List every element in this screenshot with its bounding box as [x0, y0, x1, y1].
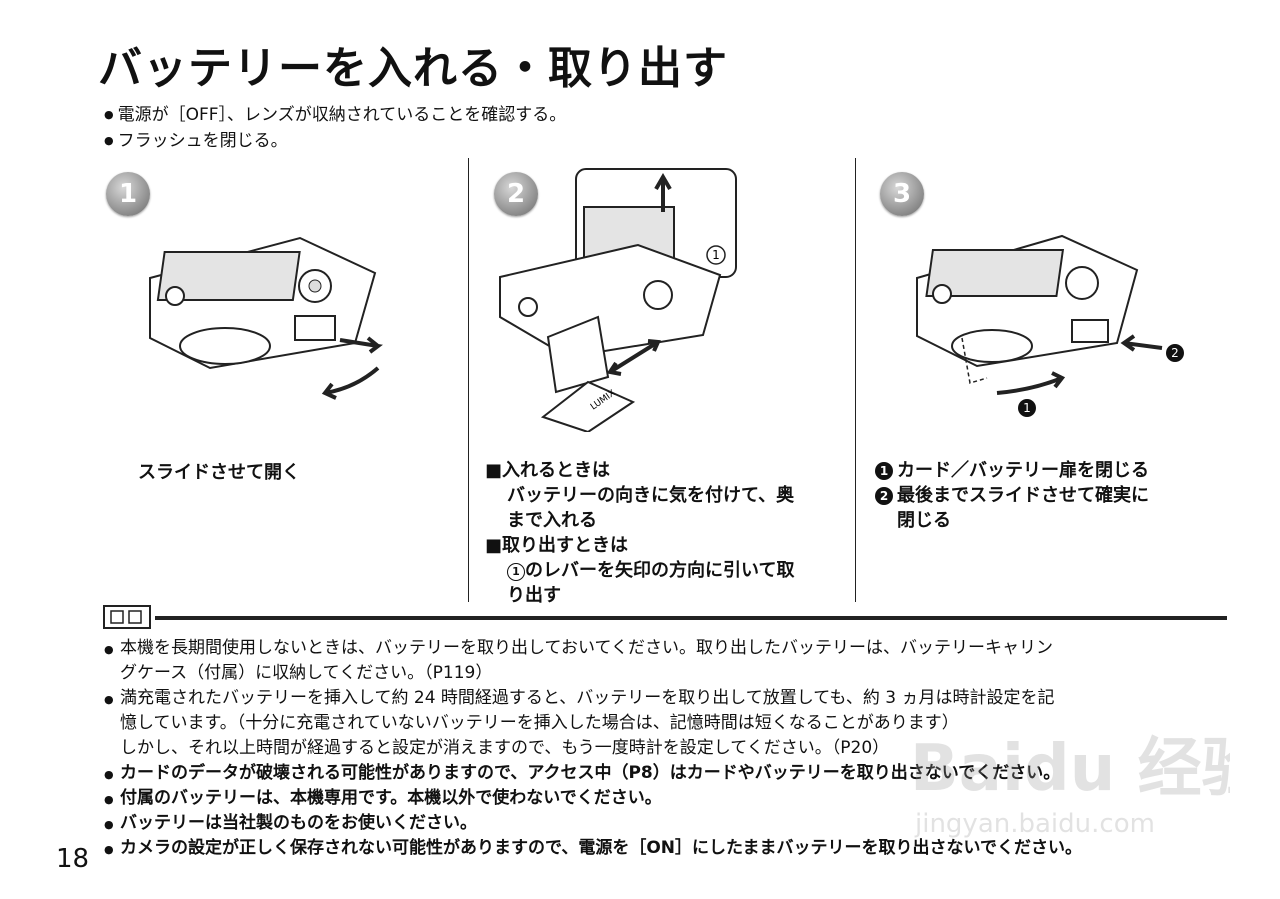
battery-insert-illustration: 1 LUMIX	[499, 168, 737, 432]
step-1-badge: 1	[106, 172, 150, 216]
remove-heading: ■取り出すときは	[485, 535, 629, 556]
note-line: しかし、それ以上時間が経過すると設定が消えますので、もう一度時計を設定してくださ…	[120, 738, 890, 758]
inset-callout-label: 1	[712, 248, 720, 262]
page-number: 18	[56, 844, 90, 874]
callout-marker: 1	[507, 563, 525, 581]
note-item: 本機を長期間使用しないときは、バッテリーを取り出しておいてください。取り出したバ…	[104, 636, 1230, 686]
note-line: グケース（付属）に収納してください。（P119）	[120, 663, 493, 683]
note-item: カードのデータが破壊される可能性がありますので、アクセス中（P8）はカードやバッ…	[104, 761, 1230, 787]
camera-close-door-illustration: 2 1	[916, 234, 1184, 417]
note-line: 憶しています。（十分に充電されていないバッテリーを挿入した場合は、記憶時間は短く…	[120, 713, 959, 733]
note-item: バッテリーは当社製のものをお使いください。	[104, 811, 1230, 837]
remove-text-line: のレバーを矢印の方向に引いて取	[525, 560, 795, 581]
page-title: バッテリーを入れる・取り出す	[98, 43, 728, 94]
note-item: カメラの設定が正しく保存されない可能性がありますので、電源を［ON］にしたままバ…	[104, 836, 1230, 862]
slide-close-text-line: 最後までスライドさせて確実に	[897, 485, 1149, 506]
slide-close-text-cont: 閉じる	[897, 510, 951, 531]
prerequisite-list: 電源が［OFF］、レンズが収納されていることを確認する。 フラッシュを閉じる。	[104, 103, 567, 155]
watermark-brand: Baidu 经验	[910, 732, 1230, 806]
step-1-caption: スライドさせて開く	[138, 462, 300, 483]
step-3-marker-1: 1	[1023, 401, 1031, 415]
remove-text: り出す	[507, 585, 561, 606]
insert-text: まで入れる	[507, 510, 597, 531]
notes-list: 本機を長期間使用しないときは、バッテリーを取り出しておいてください。取り出したバ…	[104, 636, 1230, 862]
insert-text: バッテリーの向きに気を付けて、奥	[507, 485, 795, 506]
step-2-badge: 2	[494, 172, 538, 216]
step-2-caption: ■入れるときは バッテリーの向きに気を付けて、奥 まで入れる ■取り出すときは …	[485, 458, 794, 608]
prereq-item: 電源が［OFF］、レンズが収納されていることを確認する。	[104, 103, 567, 129]
camera-open-door-illustration	[149, 236, 383, 400]
notes-divider	[155, 616, 1227, 620]
column-divider	[855, 158, 856, 602]
memo-icon	[103, 605, 151, 629]
insert-heading: ■入れるときは	[485, 460, 611, 481]
step-3-badge: 3	[880, 172, 924, 216]
close-door-text-line: カード／バッテリー扉を閉じる	[897, 460, 1149, 481]
note-line: 本機を長期間使用しないときは、バッテリーを取り出しておいてください。取り出したバ…	[120, 638, 1053, 658]
number-marker: 1	[875, 462, 893, 480]
baidu-watermark: Baidu 经验 jingyan.baidu.com	[910, 732, 1230, 839]
note-item: 付属のバッテリーは、本機専用です。本機以外で使わないでください。	[104, 786, 1230, 812]
step-3-marker-2: 2	[1171, 346, 1179, 360]
watermark-url: jingyan.baidu.com	[914, 809, 1155, 839]
column-divider	[468, 158, 469, 602]
note-item: 満充電されたバッテリーを挿入して約 24 時間経過すると、バッテリーを取り出して…	[104, 686, 1230, 761]
prereq-item: フラッシュを閉じる。	[104, 129, 566, 155]
number-marker: 2	[875, 487, 893, 505]
note-line: 満充電されたバッテリーを挿入して約 24 時間経過すると、バッテリーを取り出して…	[120, 688, 1055, 708]
